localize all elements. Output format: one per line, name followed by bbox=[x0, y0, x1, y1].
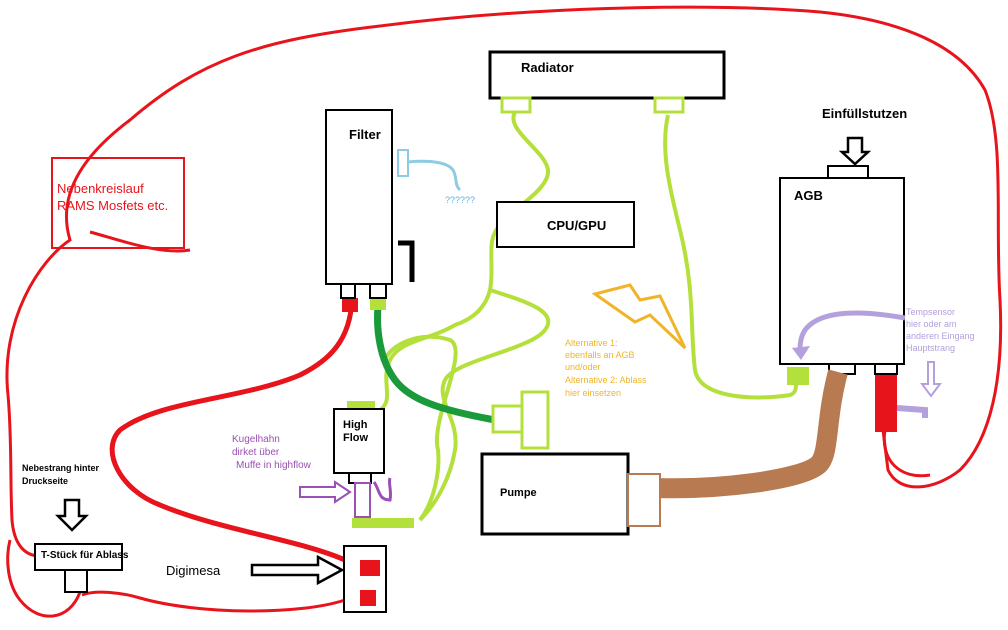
dark-green-filter-to-pump bbox=[374, 305, 496, 424]
tempsensor-label-line2: hier oder am bbox=[906, 319, 957, 329]
pumpe-label: Pumpe bbox=[500, 487, 537, 499]
green-filter-fitting bbox=[370, 296, 386, 310]
radiator-box bbox=[488, 50, 726, 100]
nebestrang-label-line2: Druckseite bbox=[22, 476, 69, 486]
green-highflow-outlet bbox=[352, 518, 414, 528]
digimesa-port-bottom bbox=[360, 590, 376, 606]
tempsensor-curve-arrow-icon bbox=[797, 310, 906, 353]
kugelhahn-label-line2: dirket über bbox=[232, 447, 280, 458]
tempsensor-purple-fitting bbox=[896, 405, 928, 418]
cpu-gpu-label: CPU/GPU bbox=[547, 218, 607, 233]
agb-top-fitting bbox=[827, 165, 869, 179]
digimesa-port-top bbox=[360, 560, 380, 576]
pumpe-inlet-tee bbox=[491, 404, 524, 434]
t-stueck-label: T-Stück für Ablass bbox=[41, 550, 129, 561]
green-highflow-top bbox=[347, 401, 375, 410]
radiator-fitting-right bbox=[653, 96, 685, 114]
kugelhahn-label-line3: Muffe in highflow bbox=[236, 460, 311, 471]
alternative-label-line2: ebenfalls an AGB bbox=[565, 350, 635, 360]
high-flow-label-line2: Flow bbox=[343, 432, 369, 444]
tempsensor-label-line4: Hauptstrang bbox=[906, 343, 956, 353]
kugelhahn-label-line1: Kugelhahn bbox=[232, 434, 280, 445]
kugelhahn-fitting bbox=[354, 482, 371, 518]
high-flow-bottom-fitting bbox=[348, 472, 372, 484]
nebenkreislauf-label-line2: RAMS Mosfets etc. bbox=[57, 198, 169, 213]
red-agb-fitting bbox=[875, 374, 897, 432]
digimesa-arrow-icon bbox=[250, 554, 345, 586]
radiator-fitting-left bbox=[500, 96, 532, 114]
red-digimesa-return bbox=[81, 590, 346, 613]
einfuellstutzen-arrow-icon bbox=[838, 136, 872, 166]
filter-label: Filter bbox=[349, 127, 381, 142]
nebestrang-label-line1: Nebestrang hinter bbox=[22, 463, 100, 473]
filter-outlet-left bbox=[340, 283, 356, 299]
lightning-bolt-icon bbox=[591, 283, 687, 350]
high-flow-box bbox=[333, 408, 385, 474]
tempsensor-label-line1: Tempsensor bbox=[906, 307, 956, 317]
red-from-tstueck-bottom bbox=[6, 539, 82, 618]
alternative-label-line4: Alternative 2: Ablass bbox=[565, 375, 647, 385]
red-agb-return bbox=[882, 429, 931, 478]
green-radiator-right-to-agb bbox=[663, 114, 799, 400]
kugelhahn-purple-line bbox=[372, 477, 393, 502]
agb-box bbox=[779, 177, 905, 365]
alternative-label-line5: hier einsetzen bbox=[565, 388, 622, 398]
filter-outlet-right bbox=[369, 283, 387, 299]
filter-box bbox=[325, 109, 393, 285]
radiator-label: Radiator bbox=[521, 60, 574, 75]
filter-side-port bbox=[397, 149, 409, 177]
pumpe-inlet-fitting bbox=[520, 390, 550, 450]
cpu-gpu-box bbox=[496, 201, 635, 248]
kugelhahn-arrow-icon bbox=[299, 480, 352, 504]
red-filter-fitting bbox=[342, 298, 358, 312]
alternative-label-line1: Alternative 1: bbox=[565, 338, 618, 348]
digimesa-label: Digimesa bbox=[166, 563, 221, 578]
outer-red-loop bbox=[5, 5, 1003, 489]
green-agb-fitting bbox=[787, 367, 809, 385]
t-stueck-bottom-port bbox=[64, 569, 88, 593]
tempsensor-label-line3: anderen Eingang bbox=[906, 331, 975, 341]
agb-outlet-right bbox=[874, 363, 898, 375]
filter-blue-line bbox=[407, 159, 462, 192]
agb-label: AGB bbox=[794, 188, 823, 203]
alternative-label-line3: und/oder bbox=[565, 362, 601, 372]
tempsensor-arrowhead bbox=[792, 346, 810, 360]
green-cpu-to-pump bbox=[418, 288, 550, 522]
red-left-down bbox=[6, 394, 39, 558]
red-nebenkreislauf-link bbox=[89, 230, 191, 253]
filter-question-label: ?????? bbox=[445, 195, 476, 205]
tempsensor-down-arrow-icon bbox=[920, 361, 942, 398]
red-main-filter-to-digimesa bbox=[109, 299, 355, 563]
green-highflow-loop bbox=[383, 334, 458, 522]
einfuellstutzen-label: Einfüllstutzen bbox=[822, 106, 908, 121]
filter-black-valve bbox=[398, 240, 415, 282]
brown-pump-to-agb bbox=[654, 369, 848, 499]
nebestrang-arrow-icon bbox=[54, 498, 90, 532]
t-stueck-box bbox=[34, 543, 123, 571]
pumpe-outlet bbox=[627, 473, 661, 527]
nebenkreislauf-label-line1: Nebenkreislauf bbox=[57, 181, 144, 196]
green-radiator-to-cpu bbox=[378, 111, 550, 412]
high-flow-label-line1: High bbox=[343, 419, 368, 431]
nebenkreislauf-box bbox=[51, 157, 185, 249]
